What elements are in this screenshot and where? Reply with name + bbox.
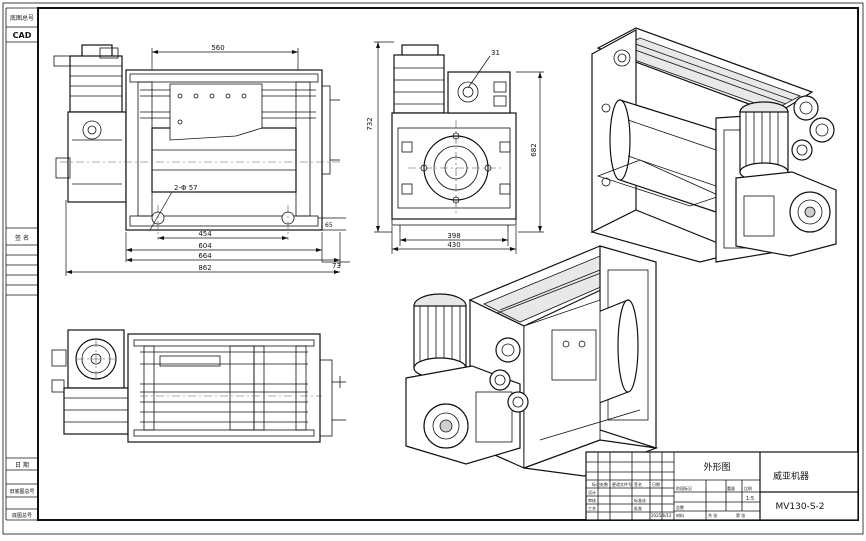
- front-view-gearbox: [67, 111, 127, 203]
- front-view: 560 2-Φ 57 454 604 664 862 73: [53, 44, 350, 276]
- dim-front-73: 73: [332, 262, 341, 270]
- inner-border: [37, 7, 859, 521]
- title-cell-date-value: 2025/6/12: [651, 513, 672, 518]
- title-cell-approve: 批准: [634, 505, 642, 511]
- side-view-plate: [391, 112, 517, 220]
- title-scale: 1:5: [746, 496, 754, 502]
- title-part-name: 外形图: [703, 461, 730, 473]
- strip-label-cad: CAD: [13, 31, 32, 40]
- strip-label-base-number: 底图总号: [12, 512, 32, 519]
- title-cell-mark: 标记: [592, 481, 600, 487]
- isometric-view-top: [590, 27, 837, 263]
- dim-front-65: 65: [325, 222, 333, 229]
- side-view: 31 732 682 398 430: [366, 41, 544, 254]
- strip-label-signature: 签 名: [15, 234, 29, 242]
- title-cell-stage-mark: 阶段标记: [676, 485, 692, 491]
- title-drawing-number: MV130-S-2: [775, 502, 824, 512]
- dim-side-430: 430: [447, 241, 460, 249]
- isometric-view-bottom: [405, 245, 659, 477]
- dim-front-560: 560: [211, 44, 224, 52]
- title-cell-check: 审核: [588, 497, 596, 503]
- dim-front-862: 862: [198, 264, 211, 272]
- dim-side-682: 682: [530, 143, 538, 156]
- title-block: 外形图 威亚机器 MV130-S-2 标记 处数 更改文件号 签名 日期 设计 …: [585, 451, 859, 521]
- dim-side-398: 398: [447, 232, 460, 240]
- title-cell-sheet-no: 第 张: [736, 512, 745, 518]
- title-cell-material: 材料: [676, 512, 684, 518]
- title-cell-date: 日期: [652, 481, 660, 487]
- side-view-balloon: 31: [491, 49, 500, 57]
- top-view-motor: [63, 387, 129, 435]
- title-cell-change-doc: 更改文件号: [612, 481, 632, 487]
- dim-front-604: 604: [198, 242, 212, 250]
- top-view: [51, 329, 346, 443]
- title-company: 威亚机器: [773, 470, 809, 482]
- dim-front-664: 664: [198, 252, 212, 260]
- title-cell-sheet-total: 共 张: [708, 512, 717, 518]
- strip-label-top: 底图总号: [10, 14, 34, 22]
- side-view-motor: [393, 54, 445, 114]
- dim-side-732: 732: [366, 117, 374, 130]
- strip-label-date: 日 期: [15, 461, 29, 469]
- dim-hole-note: 2-Φ 57: [174, 184, 198, 192]
- front-view-motor: [69, 55, 123, 113]
- top-view-frame: [127, 333, 321, 443]
- title-cell-process: 工艺: [588, 506, 596, 511]
- title-cell-standard: 标准化: [634, 497, 646, 503]
- title-cell-count: 处数: [600, 481, 608, 487]
- title-cell-signature: 签名: [634, 481, 642, 487]
- title-cell-total-qty: 总数: [676, 504, 684, 510]
- strip-label-old-number: 旧底图总号: [9, 488, 34, 495]
- isometric-top-motor: [739, 111, 789, 173]
- title-cell-design: 设计: [588, 489, 596, 495]
- left-label-strip: 底图总号 CAD 签 名 日 期 旧底图总号 底图总号: [5, 7, 38, 521]
- title-cell-ratio: 比例: [744, 485, 752, 491]
- dim-front-454: 454: [198, 230, 212, 238]
- side-view-connector: [457, 81, 479, 103]
- title-cell-weight: 重量: [727, 485, 735, 491]
